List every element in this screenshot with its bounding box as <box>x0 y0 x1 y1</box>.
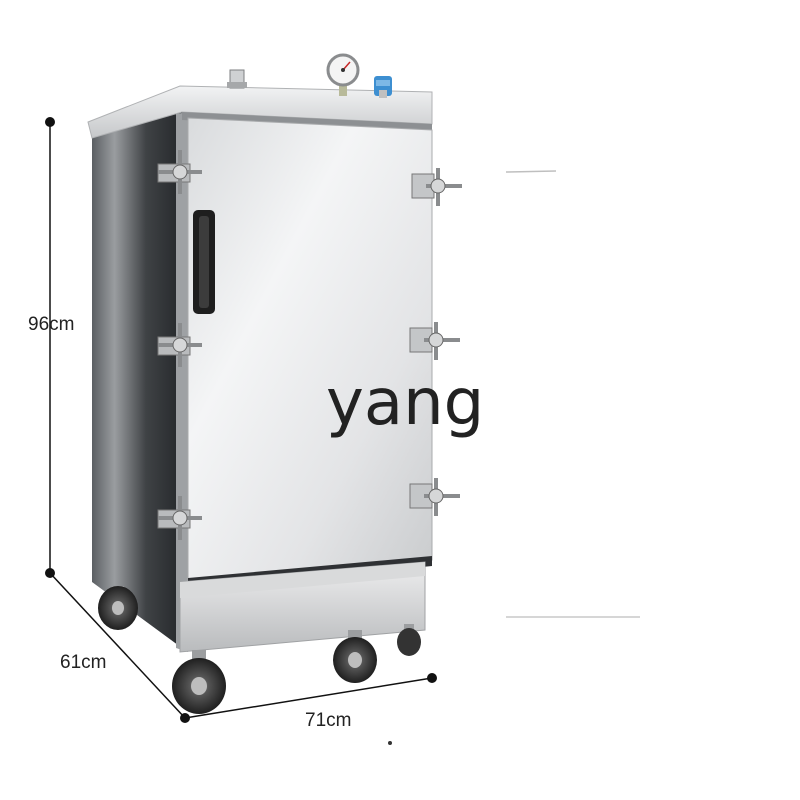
latch-icon <box>409 478 460 516</box>
caster-wheel-icon <box>333 630 377 683</box>
latch-icon <box>157 150 202 194</box>
caster-wheel-icon <box>98 586 138 630</box>
safety-valve-icon <box>374 76 392 98</box>
latch-icon <box>157 323 202 367</box>
watermark-text: yang <box>326 366 485 440</box>
door-handle-icon <box>193 210 215 314</box>
cabinet-base-lip <box>180 562 425 598</box>
background-stroke <box>505 170 557 173</box>
height-label: 96cm <box>28 314 75 335</box>
cabinet-side-panel <box>92 112 182 648</box>
pressure-gauge-icon <box>326 53 360 96</box>
latch-icon <box>409 322 460 360</box>
width-dimension <box>184 673 437 719</box>
latch-icon <box>157 496 202 540</box>
height-dimension <box>45 117 55 578</box>
background-speck <box>388 741 392 745</box>
steam-outlet-icon <box>227 69 247 89</box>
width-label: 71cm <box>305 710 352 731</box>
caster-wheel-icon <box>172 650 226 714</box>
caster-wheel-icon <box>397 624 421 656</box>
cabinet-door <box>187 117 433 583</box>
latch-icon <box>411 168 462 206</box>
depth-label: 61cm <box>60 652 107 673</box>
